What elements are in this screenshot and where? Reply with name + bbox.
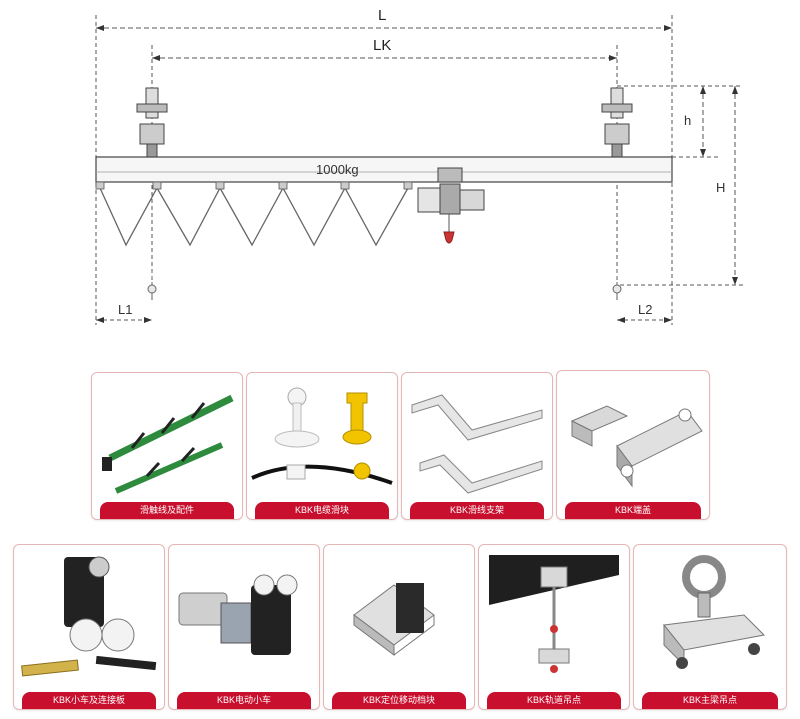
- anchor-point-right: [612, 284, 622, 294]
- accessory-label: KBK滑线支架: [410, 502, 544, 519]
- suspension-left: [136, 87, 168, 159]
- end-cap-icon: [570, 405, 703, 488]
- accessory-card-cable-trolley[interactable]: KBK电缆滑块: [246, 372, 398, 520]
- accessory-card-track-suspension[interactable]: KBK轨道吊点: [478, 544, 630, 710]
- electric-trolley-icon: [178, 574, 298, 655]
- girder-suspension-icon: [663, 555, 766, 669]
- accessory-label: KBK电缆滑块: [255, 502, 389, 519]
- cable-trolleys: [95, 181, 413, 190]
- suspension-right: [601, 87, 633, 159]
- accessory-label: KBK主梁吊点: [642, 692, 778, 709]
- track-suspension-icon: [489, 555, 619, 673]
- label-h: h: [684, 113, 691, 128]
- accessory-card-electric-trolley[interactable]: KBK电动小车: [168, 544, 320, 710]
- accessory-card-trolley-connector[interactable]: KBK小车及连接板: [13, 544, 165, 710]
- rail-bracket-icon: [411, 394, 543, 494]
- accessory-label: KBK端盖: [565, 502, 701, 519]
- festoon-cable: [99, 186, 409, 247]
- accessory-label: KBK轨道吊点: [487, 692, 621, 709]
- label-LK: LK: [373, 37, 391, 54]
- anchor-point-left: [147, 284, 157, 294]
- electric-hoist: [417, 167, 485, 244]
- label-H: H: [716, 180, 725, 195]
- label-L2: L2: [638, 302, 652, 317]
- accessory-label: KBK小车及连接板: [22, 692, 156, 709]
- load-label: 1000kg: [316, 162, 359, 177]
- accessory-label: KBK电动小车: [177, 692, 311, 709]
- accessory-card-end-cap[interactable]: KBK端盖: [556, 370, 710, 520]
- accessory-label: 滑触线及配件: [100, 502, 234, 519]
- trolley-connector-icon: [21, 556, 157, 677]
- main-girder: [95, 156, 673, 183]
- accessory-card-rail-bracket[interactable]: KBK滑线支架: [401, 372, 553, 520]
- accessory-label: KBK定位移动档块: [332, 692, 466, 709]
- positioning-stopper-icon: [353, 583, 435, 656]
- kbk-crane-diagram: L LK h H L1 L2 1000kg: [95, 7, 745, 325]
- label-L1: L1: [118, 302, 132, 317]
- accessory-card-positioning-stopper[interactable]: KBK定位移动档块: [323, 544, 475, 710]
- label-L: L: [378, 7, 386, 24]
- cable-trolley-icon: [251, 387, 393, 485]
- conductor-rail-icon: [102, 394, 234, 494]
- accessory-card-girder-suspension[interactable]: KBK主梁吊点: [633, 544, 787, 710]
- accessory-card-conductor-rail[interactable]: 滑触线及配件: [91, 372, 243, 520]
